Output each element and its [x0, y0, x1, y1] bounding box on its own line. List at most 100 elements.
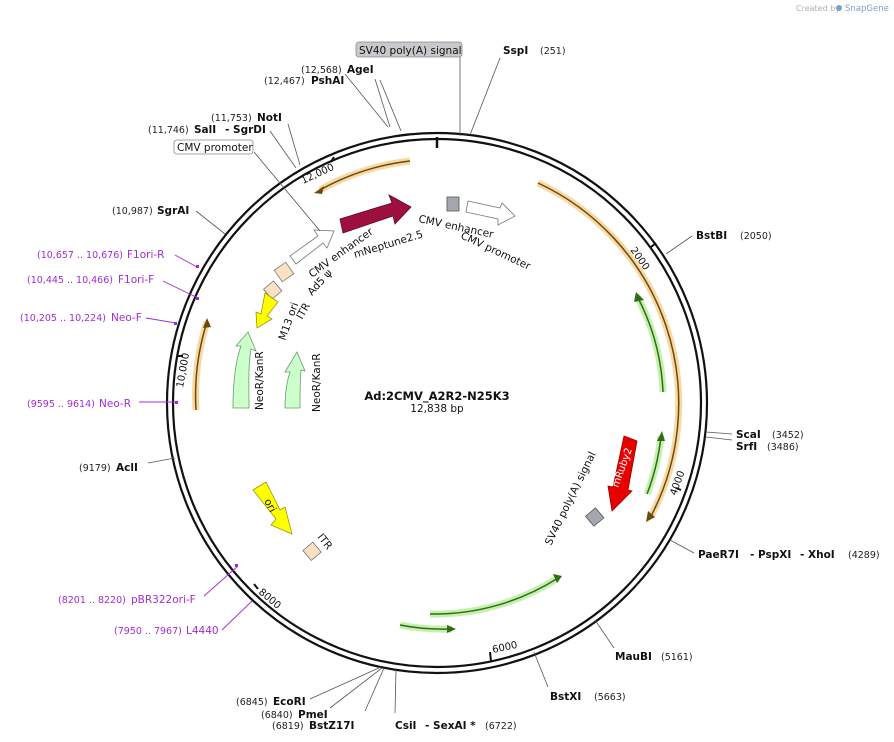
svg-text:Neo-R: Neo-R [99, 398, 131, 410]
enzyme-agei[interactable]: (12,568) AgeI [301, 64, 374, 76]
svg-text:(9179): (9179) [79, 463, 111, 474]
plasmid-name: Ad:2CMV_A2R2-N25K3 [364, 389, 509, 404]
sv40-top-label: SV40 poly(A) signal [359, 45, 462, 57]
svg-text:(11,753): (11,753) [211, 113, 252, 124]
svg-text:PaeR7I: PaeR7I [698, 549, 739, 561]
svg-text:F1ori-R: F1ori-R [127, 249, 164, 261]
svg-text:- SgrDI: - SgrDI [225, 124, 266, 136]
orf-arcs-green [399, 292, 667, 633]
svg-text:PshAI: PshAI [311, 75, 344, 87]
svg-text:ScaI: ScaI [736, 429, 761, 441]
feature-m13-ori[interactable] [255, 292, 279, 329]
svg-text:BstBI: BstBI [696, 230, 727, 242]
svg-text:MauBI: MauBI [615, 651, 652, 663]
svg-text:(12,467): (12,467) [264, 76, 305, 87]
sv40-box-top[interactable] [446, 196, 460, 212]
svg-text:(5161): (5161) [661, 652, 693, 663]
orf-arcs-orange [192, 157, 683, 522]
svg-text:(10,987): (10,987) [112, 206, 153, 217]
svg-text:- SexAI *: - SexAI * [425, 720, 476, 732]
enzyme-ecori[interactable]: (6845) EcoRI [236, 696, 306, 708]
ad5-psi-box[interactable] [273, 261, 295, 283]
primer-f1ori-r[interactable]: (10,657 .. 10,676) F1ori-R [37, 249, 164, 261]
primer-l4440[interactable]: (7950 .. 7967) L4440 [114, 625, 219, 637]
enzyme-sali[interactable]: (11,746) SalI - SgrDI [148, 124, 266, 136]
svg-text:pBR322ori-F: pBR322ori-F [131, 594, 196, 606]
enzyme-sgrai[interactable]: (10,987) SgrAI [112, 205, 189, 217]
primer-leaders [139, 254, 253, 631]
enzyme-srfi[interactable]: SrfI (3486) [736, 441, 799, 453]
svg-text:BstXI: BstXI [550, 691, 581, 703]
svg-text:AgeI: AgeI [347, 64, 374, 76]
enzyme-pmei[interactable]: (6840) PmeI [261, 709, 328, 721]
cmv-promoter-box-label: CMV promoter [177, 142, 253, 154]
enzyme-scai[interactable]: ScaI (3452) [736, 429, 804, 441]
svg-text:SgrAI: SgrAI [157, 205, 189, 217]
feature-mruby2[interactable] [607, 435, 638, 512]
neo-left-label: NeoR/KanR [254, 351, 266, 410]
svg-text:BstZ17I: BstZ17I [309, 720, 354, 732]
credit-brand: SnapGene [845, 4, 889, 14]
svg-text:AclI: AclI [116, 462, 138, 474]
snapgene-logo-icon [836, 5, 842, 11]
itr-bottom-box[interactable] [302, 541, 322, 562]
tick-6000: 6000 [491, 640, 518, 656]
svg-text:(6840): (6840) [261, 710, 293, 721]
enzyme-pshai[interactable]: (12,467) PshAI [264, 75, 344, 87]
sv40-right-label: SV40 poly(A) signal [543, 450, 599, 547]
enzyme-paer7i[interactable]: PaeR7I - PspXI - XhoI (4289) [698, 549, 880, 561]
svg-text:(3452): (3452) [772, 430, 804, 441]
ori-label: ori [261, 497, 278, 515]
svg-text:(6819): (6819) [272, 721, 304, 732]
svg-text:SrfI: SrfI [736, 441, 757, 453]
svg-text:PmeI: PmeI [298, 709, 328, 721]
feature-ori[interactable] [252, 481, 293, 535]
m13-ori-label: M13 ori [277, 301, 302, 342]
svg-text:EcoRI: EcoRI [273, 696, 306, 708]
svg-text:(6722): (6722) [485, 721, 517, 732]
sv40-top-callout[interactable]: SV40 poly(A) signal [355, 41, 463, 58]
primer-site-marks [174, 265, 238, 567]
cmv-promoter-callout[interactable]: CMV promoter [173, 139, 254, 155]
feature-neo-left[interactable] [232, 331, 257, 409]
neo-right-label: NeoR/KanR [311, 353, 323, 412]
svg-text:(8201 .. 8220): (8201 .. 8220) [58, 595, 126, 606]
feature-cmv-promoter-right[interactable] [465, 200, 516, 226]
primer-neo-r[interactable]: (9595 .. 9614) Neo-R [27, 398, 131, 410]
primer-neo-f[interactable]: (10,205 .. 10,224) Neo-F [20, 312, 142, 324]
svg-text:(5663): (5663) [594, 692, 626, 703]
enzyme-bstz17i[interactable]: (6819) BstZ17I [272, 720, 354, 732]
cmv-promoter-right-label: CMV promoter [459, 230, 533, 273]
feature-neo-right[interactable] [284, 351, 306, 409]
svg-text:F1ori-F: F1ori-F [118, 274, 154, 286]
sv40-box-right[interactable] [584, 507, 605, 527]
enzyme-noti[interactable]: (11,753) NotI [211, 112, 282, 124]
svg-text:(7950 .. 7967): (7950 .. 7967) [114, 626, 182, 637]
svg-text:(6845): (6845) [236, 697, 268, 708]
svg-text:L4440: L4440 [186, 625, 219, 637]
feature-mneptune[interactable] [339, 194, 412, 234]
plasmid-length: 12,838 bp [410, 403, 464, 415]
enzyme-sspi[interactable]: SspI (251) [503, 45, 566, 57]
svg-text:SspI: SspI [503, 45, 528, 57]
svg-text:NotI: NotI [257, 112, 282, 124]
backbone [165, 131, 709, 675]
credit-text: Created by [796, 4, 840, 13]
enzyme-maubi[interactable]: MauBI (5161) [615, 651, 693, 663]
svg-text:(3486): (3486) [767, 442, 799, 453]
enzyme-acli[interactable]: (9179) AclI [79, 462, 138, 474]
primer-f1ori-f[interactable]: (10,445 .. 10,466) F1ori-F [27, 274, 154, 286]
svg-text:SalI: SalI [194, 124, 216, 136]
itr-top-box[interactable] [262, 280, 283, 300]
enzyme-bstxi[interactable]: BstXI (5663) [550, 691, 626, 703]
svg-text:(4289): (4289) [848, 550, 880, 561]
primer-pbr322ori-f[interactable]: (8201 .. 8220) pBR322ori-F [58, 594, 196, 606]
svg-text:(12,568): (12,568) [301, 65, 342, 76]
cmv-enhancer-right-label: CMV enhancer [417, 213, 495, 241]
svg-text:(251): (251) [540, 46, 566, 57]
feature-cmv-enhancer-left[interactable] [289, 229, 335, 265]
svg-text:- XhoI: - XhoI [800, 549, 835, 561]
enzyme-csii[interactable]: CsiI - SexAI * (6722) [395, 720, 517, 732]
enzyme-bstbi[interactable]: BstBI (2050) [696, 230, 772, 242]
